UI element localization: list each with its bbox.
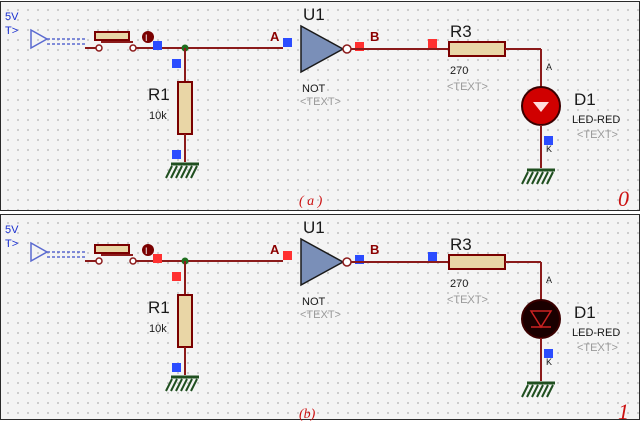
probe-r3-left	[428, 252, 437, 261]
input-source[interactable]	[30, 28, 85, 50]
probe-gate-out	[355, 42, 364, 51]
gate-pin-a-label: A	[270, 242, 280, 257]
probe-gate-out	[355, 255, 364, 264]
resistor-r3[interactable]	[448, 41, 506, 57]
led-ref-label: D1	[574, 90, 596, 109]
ground-r1-icon	[165, 162, 199, 179]
led-d1-icon[interactable]	[521, 299, 561, 339]
r3-ref-label: R3	[450, 22, 472, 41]
panel-caption: ( a )	[299, 194, 323, 209]
source-sub-label: T>	[5, 238, 18, 250]
led-pin-k-label: K	[546, 357, 552, 367]
not-gate-icon[interactable]	[300, 24, 345, 74]
switch-indicator-icon	[142, 31, 154, 43]
resistor-r1[interactable]	[177, 294, 193, 348]
resistor-r3[interactable]	[448, 254, 506, 270]
ground-led-icon	[521, 381, 555, 398]
led-pin-a-label: A	[546, 275, 552, 285]
probe-r3-left	[428, 39, 437, 48]
probe-led-k	[544, 136, 553, 145]
gate-pin-a-label: A	[270, 29, 280, 44]
r1-ref-label: R1	[148, 298, 170, 317]
led-value-label: LED-RED	[572, 327, 620, 339]
probe-junction	[172, 272, 181, 281]
r3-text-placeholder: <TEXT>	[447, 81, 488, 93]
svg-text:I: I	[145, 33, 148, 43]
source-arrow-icon	[30, 241, 49, 263]
probe-gate-in	[283, 251, 292, 260]
switch-indicator-icon	[142, 244, 154, 256]
led-value-label: LED-RED	[572, 114, 620, 126]
r1-ref-label: R1	[148, 85, 170, 104]
probe-switch	[153, 254, 162, 263]
probe-junction	[172, 59, 181, 68]
led-glyph	[529, 310, 553, 329]
led-pin-k-label: K	[546, 144, 552, 154]
panel-caption: (b)	[299, 407, 316, 422]
r3-value-label: 270	[450, 278, 468, 290]
gate-text-placeholder: <TEXT>	[300, 96, 341, 108]
gate-text-placeholder: <TEXT>	[300, 309, 341, 321]
gate-pin-b-label: B	[370, 29, 379, 44]
r3-text-placeholder: <TEXT>	[447, 294, 488, 306]
r3-ref-label: R3	[450, 235, 472, 254]
source-sub-label: T>	[5, 25, 18, 37]
probe-r1-bottom	[172, 363, 181, 372]
push-switch[interactable]: I	[85, 31, 177, 52]
not-gate-icon[interactable]	[300, 237, 345, 287]
ground-r1-icon	[165, 375, 199, 392]
source-voltage-label: 5V	[5, 224, 19, 236]
probe-led-k	[544, 349, 553, 358]
r1-value-label: 10k	[149, 323, 167, 335]
led-glyph	[533, 102, 549, 112]
r3-value-label: 270	[450, 65, 468, 77]
gate-ref-label: U1	[303, 5, 325, 24]
push-switch[interactable]: I	[85, 244, 177, 265]
gate-type-label: NOT	[302, 83, 326, 95]
probe-gate-in	[283, 38, 292, 47]
gate-bubble	[342, 257, 352, 267]
r1-value-label: 10k	[149, 110, 167, 122]
switch-actuator	[94, 244, 130, 254]
source-arrow-icon	[30, 28, 49, 50]
svg-text:I: I	[145, 246, 148, 256]
probe-switch	[153, 41, 162, 50]
input-source[interactable]	[30, 241, 85, 263]
led-pin-a-label: A	[546, 62, 552, 72]
gate-pin-b-label: B	[370, 242, 379, 257]
led-ref-label: D1	[574, 303, 596, 322]
gate-type-label: NOT	[302, 296, 326, 308]
ground-led-icon	[521, 168, 555, 185]
probe-r1-bottom	[172, 150, 181, 159]
led-text-placeholder: <TEXT>	[577, 342, 618, 354]
led-text-placeholder: <TEXT>	[577, 129, 618, 141]
switch-actuator	[94, 31, 130, 41]
panel-state-value: 0	[618, 186, 629, 211]
gate-ref-label: U1	[303, 218, 325, 237]
gate-bubble	[342, 44, 352, 54]
source-voltage-label: 5V	[5, 11, 19, 23]
resistor-r1[interactable]	[177, 81, 193, 135]
panel-state-value: 1	[618, 399, 629, 422]
